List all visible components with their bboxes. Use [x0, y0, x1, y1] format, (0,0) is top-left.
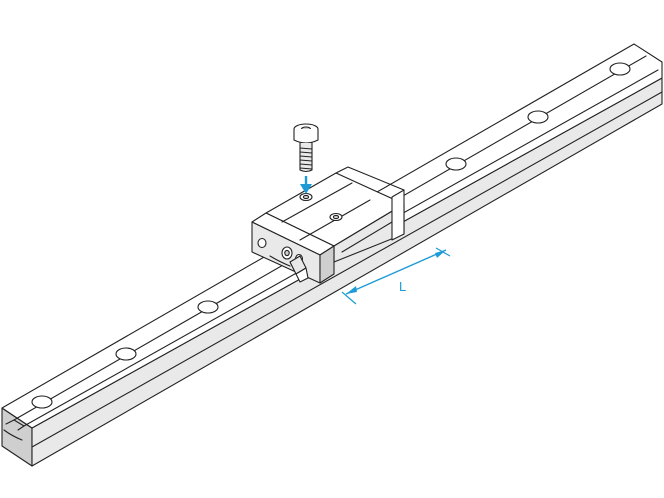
dimension-arrow-right — [435, 250, 446, 258]
screw-head-side — [293, 128, 319, 144]
rail-side-face — [31, 77, 663, 467]
rear-end-cap — [391, 189, 405, 241]
rail-mounting-hole — [527, 110, 549, 124]
insertion-arrow — [300, 176, 312, 194]
carriage-hole-thread — [332, 214, 340, 220]
rail-mounting-hole — [609, 62, 631, 76]
dimension-travel: L — [341, 247, 451, 305]
rail-mounting-hole — [115, 347, 137, 361]
dimension-arrow-left — [346, 286, 357, 294]
cap-screw — [293, 123, 319, 173]
grease-nipple-hose — [269, 255, 291, 267]
dimension-extension-line — [341, 291, 357, 305]
rail-mounting-hole — [31, 395, 53, 409]
insertion-arrow-head — [300, 184, 312, 194]
rear-end-cap-edge — [335, 166, 405, 191]
carriage-block — [251, 166, 405, 284]
grease-port-inner — [284, 249, 290, 257]
dimension-line — [345, 249, 447, 295]
carriage-hole-thread — [302, 194, 310, 200]
carriage-edge-line — [281, 182, 353, 223]
rail-end-profile — [3, 429, 23, 441]
rail-mounting-hole — [445, 157, 467, 171]
end-seal-screw — [257, 237, 267, 249]
rail-mounting-hole — [197, 300, 219, 314]
carriage-edge-line — [341, 221, 393, 253]
grease-nipple — [269, 255, 309, 283]
screw-thread — [299, 147, 313, 170]
dimension-label: L — [399, 279, 406, 294]
end-cap-side — [319, 245, 335, 284]
rail-side-groove — [31, 91, 663, 448]
rail-end-notch — [5, 419, 25, 431]
grease-nipple-tip — [295, 267, 309, 283]
